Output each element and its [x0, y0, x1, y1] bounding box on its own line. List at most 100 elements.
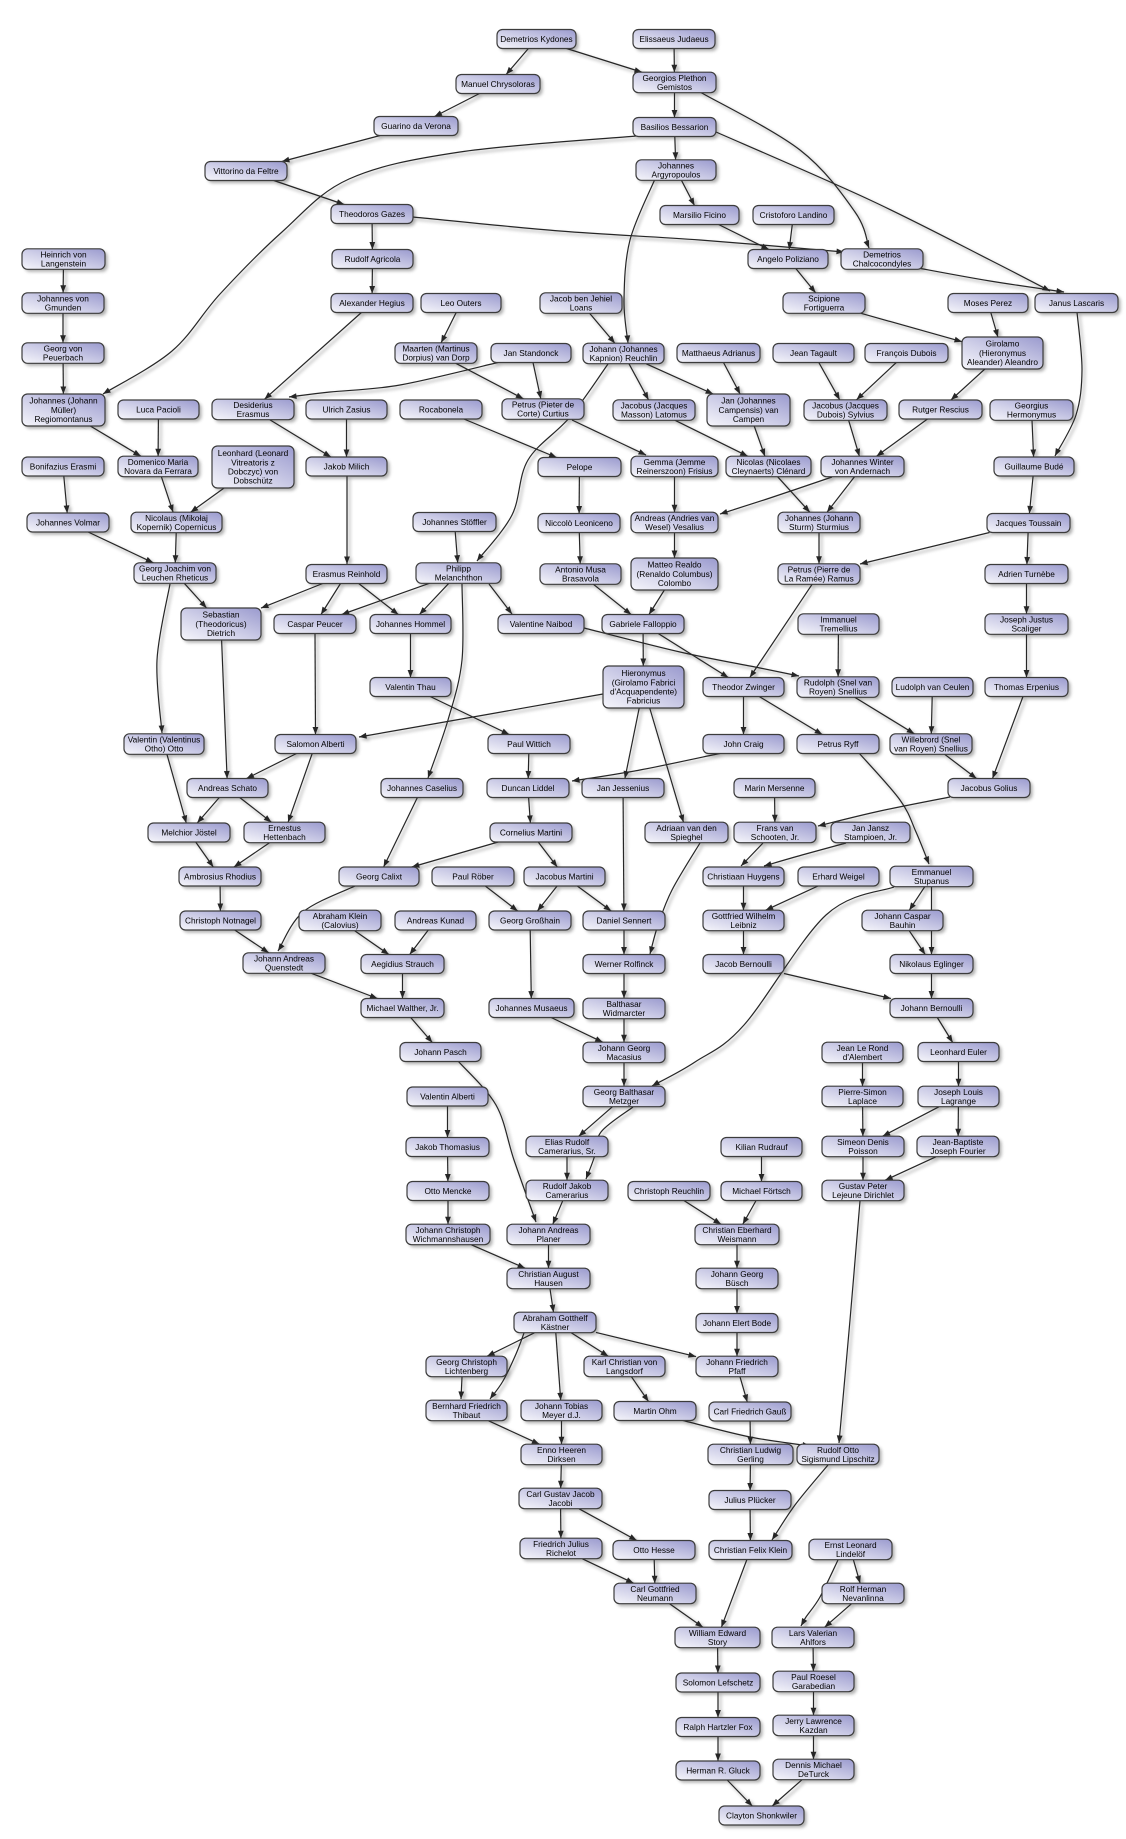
svg-text:Maarten (Martinus: Maarten (Martinus — [402, 343, 469, 353]
svg-text:Johann Andreas: Johann Andreas — [519, 1225, 579, 1235]
svg-text:Royen) Snellius: Royen) Snellius — [809, 687, 867, 697]
svg-text:Neumann: Neumann — [637, 1593, 673, 1603]
svg-text:Domenico Maria: Domenico Maria — [128, 457, 189, 467]
svg-text:Christian August: Christian August — [518, 1269, 579, 1279]
svg-text:Argyropoulos: Argyropoulos — [652, 170, 701, 180]
svg-text:Erhard Weigel: Erhard Weigel — [812, 871, 865, 881]
svg-text:Kazdan: Kazdan — [799, 1725, 828, 1735]
svg-text:Otto Mencke: Otto Mencke — [424, 1186, 471, 1196]
svg-text:Cleynaerts) Clénard: Cleynaerts) Clénard — [732, 466, 806, 476]
svg-text:Petrus (Pieter de: Petrus (Pieter de — [512, 399, 575, 409]
svg-text:Regiomontanus: Regiomontanus — [34, 414, 92, 424]
svg-text:(Calovius): (Calovius) — [321, 920, 359, 930]
svg-text:Fabricius: Fabricius — [627, 696, 661, 706]
svg-text:Johannes Volmar: Johannes Volmar — [36, 517, 100, 527]
svg-text:Antonio Musa: Antonio Musa — [555, 564, 606, 574]
svg-text:Guarino da Verona: Guarino da Verona — [381, 121, 451, 131]
svg-text:Theodoros Gazes: Theodoros Gazes — [339, 209, 405, 219]
svg-text:Nicolaus (Mikołaj: Nicolaus (Mikołaj — [145, 513, 208, 523]
svg-text:Chalcocondyles: Chalcocondyles — [853, 259, 912, 269]
svg-text:Cristoforo Landino: Cristoforo Landino — [760, 210, 828, 220]
svg-text:Elias Rudolf: Elias Rudolf — [545, 1137, 590, 1147]
svg-text:Carl Gustav Jacob: Carl Gustav Jacob — [526, 1489, 595, 1499]
svg-text:Georg Großhain: Georg Großhain — [500, 915, 560, 925]
svg-text:Immanuel: Immanuel — [820, 614, 857, 624]
svg-text:Schooten, Jr.: Schooten, Jr. — [751, 832, 799, 842]
svg-text:Wichmannshausen: Wichmannshausen — [413, 1234, 484, 1244]
svg-text:Simeon Denis: Simeon Denis — [837, 1137, 889, 1147]
svg-text:Jacobus (Jacques: Jacobus (Jacques — [621, 400, 688, 410]
svg-text:Georg Calixt: Georg Calixt — [356, 871, 403, 881]
svg-text:Valentin (Valentinus: Valentin (Valentinus — [128, 734, 201, 744]
svg-text:Erasmus Reinhold: Erasmus Reinhold — [313, 569, 381, 579]
svg-text:Nikolaus Eglinger: Nikolaus Eglinger — [899, 959, 964, 969]
svg-text:Basilios Bessarion: Basilios Bessarion — [641, 122, 709, 132]
svg-text:Andreas Kunad: Andreas Kunad — [407, 915, 465, 925]
svg-text:Langenstein: Langenstein — [41, 259, 87, 269]
svg-text:Jean Le Rond: Jean Le Rond — [837, 1043, 889, 1053]
svg-text:Jerry Lawrence: Jerry Lawrence — [785, 1716, 842, 1726]
svg-text:Camerarius: Camerarius — [546, 1190, 589, 1200]
svg-text:Rutger Rescius: Rutger Rescius — [912, 404, 969, 414]
svg-text:Christian Eberhard: Christian Eberhard — [702, 1225, 772, 1235]
svg-text:Johannes Musaeus: Johannes Musaeus — [496, 1003, 568, 1013]
svg-text:Johannes Stöffler: Johannes Stöffler — [422, 517, 487, 527]
svg-text:Adrien Turnèbe: Adrien Turnèbe — [998, 569, 1055, 579]
svg-text:Enno Heeren: Enno Heeren — [537, 1445, 586, 1455]
svg-text:Meyer d.J.: Meyer d.J. — [542, 1410, 581, 1420]
svg-text:Johannes (Johann: Johannes (Johann — [785, 513, 854, 523]
svg-text:Valentine Naibod: Valentine Naibod — [510, 619, 573, 629]
svg-text:Rocabonela: Rocabonela — [419, 404, 464, 414]
svg-text:Jacobi: Jacobi — [549, 1498, 573, 1508]
svg-text:Aegidius Strauch: Aegidius Strauch — [371, 959, 434, 969]
svg-text:Rudolph (Snel van: Rudolph (Snel van — [804, 677, 873, 687]
svg-text:Colombo: Colombo — [658, 578, 692, 588]
svg-text:Gemistos: Gemistos — [657, 82, 692, 92]
svg-text:Gottfried Wilhelm: Gottfried Wilhelm — [712, 911, 776, 921]
svg-text:Matteo Realdo: Matteo Realdo — [648, 560, 702, 570]
svg-text:Jakob Milich: Jakob Milich — [324, 461, 370, 471]
svg-text:Rolf Herman: Rolf Herman — [840, 1584, 887, 1594]
svg-text:Bernhard Friedrich: Bernhard Friedrich — [432, 1401, 501, 1411]
svg-text:Julius Plücker: Julius Plücker — [724, 1495, 775, 1505]
svg-text:Johannes Caselius: Johannes Caselius — [387, 783, 457, 793]
svg-text:Hermonymus: Hermonymus — [1007, 410, 1056, 420]
svg-text:Lichtenberg: Lichtenberg — [445, 1366, 489, 1376]
svg-text:Gabriele Falloppio: Gabriele Falloppio — [609, 619, 677, 629]
svg-text:Manuel Chrysoloras: Manuel Chrysoloras — [461, 79, 535, 89]
svg-text:Jakob Thomasius: Jakob Thomasius — [415, 1142, 480, 1152]
svg-text:Ernst Leonard: Ernst Leonard — [824, 1540, 877, 1550]
svg-text:John Craig: John Craig — [723, 739, 764, 749]
svg-text:Joseph Louis: Joseph Louis — [934, 1087, 983, 1097]
svg-text:DeTurck: DeTurck — [798, 1769, 830, 1779]
svg-text:Georg von: Georg von — [44, 343, 83, 353]
svg-text:Carl Gottfried: Carl Gottfried — [630, 1584, 680, 1594]
svg-text:(Theodoricus): (Theodoricus) — [195, 619, 246, 629]
svg-text:Gemma (Jemme: Gemma (Jemme — [644, 457, 706, 467]
svg-text:Johann Friedrich: Johann Friedrich — [706, 1357, 768, 1367]
svg-text:Pfaff: Pfaff — [729, 1366, 747, 1376]
svg-text:Lindelöf: Lindelöf — [836, 1549, 866, 1559]
svg-text:Daniel Sennert: Daniel Sennert — [597, 915, 653, 925]
svg-text:Johannes Winter: Johannes Winter — [831, 457, 893, 467]
svg-text:Johann Caspar: Johann Caspar — [874, 911, 931, 921]
svg-text:Carl Friedrich Gauß: Carl Friedrich Gauß — [714, 1406, 787, 1416]
svg-text:Abraham Gotthelf: Abraham Gotthelf — [522, 1313, 588, 1323]
svg-text:Ambrosius Rhodius: Ambrosius Rhodius — [184, 871, 256, 881]
svg-text:Theodor Zwinger: Theodor Zwinger — [712, 682, 775, 692]
svg-text:Leibniz: Leibniz — [730, 920, 756, 930]
svg-text:Matthaeus Adrianus: Matthaeus Adrianus — [682, 348, 755, 358]
svg-text:Quenstedt: Quenstedt — [265, 963, 304, 973]
svg-text:Solomon Lefschetz: Solomon Lefschetz — [683, 1677, 754, 1687]
svg-text:Georg Joachim von: Georg Joachim von — [139, 563, 211, 573]
svg-text:Dietrich: Dietrich — [207, 628, 236, 638]
svg-text:(Girolamo Fabrici: (Girolamo Fabrici — [612, 677, 676, 687]
svg-text:Story: Story — [708, 1637, 728, 1647]
svg-text:Stupanus: Stupanus — [914, 876, 949, 886]
svg-text:Jacob Bernoulli: Jacob Bernoulli — [715, 959, 772, 969]
svg-text:Balthasar: Balthasar — [606, 999, 641, 1009]
svg-text:Dobczyc) von: Dobczyc) von — [228, 467, 279, 477]
svg-text:Adriaan van den: Adriaan van den — [656, 823, 717, 833]
svg-text:Joseph Fourier: Joseph Fourier — [930, 1146, 986, 1156]
svg-text:Thibaut: Thibaut — [453, 1410, 481, 1420]
